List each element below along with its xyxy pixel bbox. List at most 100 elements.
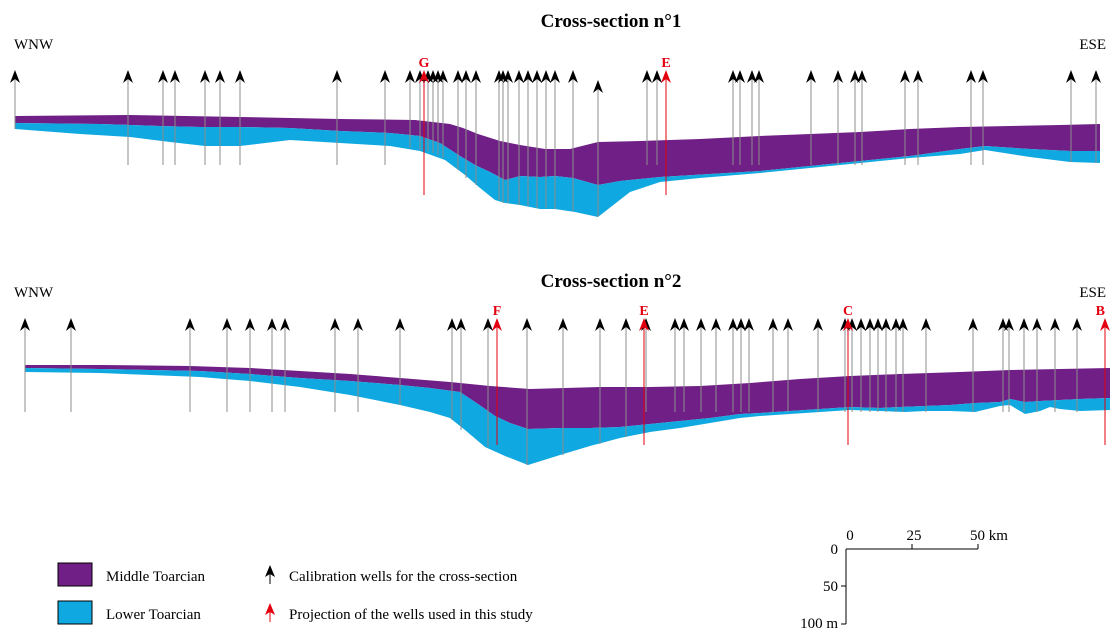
calibration-well-arrow-icon bbox=[898, 318, 908, 412]
scale-vertical-100m: 100 m bbox=[800, 616, 838, 628]
calibration-well-arrow-icon bbox=[235, 70, 245, 165]
calibration-well-arrow-icon bbox=[267, 318, 277, 412]
calibration-well-arrow-icon bbox=[330, 318, 340, 412]
calibration-well-arrow-icon bbox=[736, 318, 746, 412]
calibration-well-arrow-icon bbox=[913, 70, 923, 165]
legend-projection-label: Projection of the wells used in this stu… bbox=[289, 607, 533, 623]
calibration-well-arrow-icon bbox=[200, 70, 210, 165]
calibration-well-arrow-icon bbox=[522, 318, 532, 465]
calibration-well-arrow-icon bbox=[20, 318, 30, 412]
calibration-well-arrow-icon bbox=[558, 318, 568, 455]
calibration-well-arrow-icon bbox=[245, 318, 255, 412]
calibration-well-arrow-icon bbox=[850, 70, 860, 165]
calibration-well-arrow-icon bbox=[744, 318, 754, 412]
calibration-well-arrow-icon bbox=[865, 318, 875, 412]
projected-well-arrow-icon: E bbox=[661, 56, 671, 195]
calibration-well-arrow-icon bbox=[514, 70, 524, 205]
scale-bar: 0 25 50 km 0 50 100 m bbox=[800, 528, 1008, 628]
calibration-well-arrow-icon bbox=[222, 318, 232, 412]
calibration-well-arrow-icon bbox=[881, 318, 891, 412]
calibration-well-arrow-icon bbox=[747, 70, 757, 165]
calibration-well-arrow-icon bbox=[523, 70, 533, 206]
calibration-well-arrow-icon bbox=[621, 318, 631, 437]
calibration-well-arrow-icon bbox=[768, 318, 778, 412]
calibration-well-arrow-icon bbox=[405, 70, 415, 148]
calibration-well-arrow-icon bbox=[856, 318, 866, 412]
legend-lower-toarcian-swatch bbox=[57, 600, 93, 625]
projected-well-label: B bbox=[1096, 304, 1105, 319]
calibration-well-arrow-icon bbox=[857, 70, 867, 165]
calibration-well-arrow-icon bbox=[978, 70, 988, 165]
calibration-well-arrow-icon bbox=[833, 70, 843, 165]
legend-middle-toarcian-label: Middle Toarcian bbox=[106, 569, 206, 585]
section-2-lower-toarcian-layer bbox=[25, 368, 1110, 465]
calibration-well-arrow-icon bbox=[471, 70, 481, 185]
calibration-well-arrow-icon bbox=[66, 318, 76, 412]
calibration-well-arrow-icon bbox=[1066, 70, 1076, 162]
legend-calibration-arrow-icon bbox=[265, 565, 275, 584]
calibration-well-arrow-icon bbox=[754, 70, 764, 165]
calibration-well-arrow-icon bbox=[280, 318, 290, 412]
section-2-left-direction: WNW bbox=[14, 285, 54, 301]
cross-section-2: Cross-section n°2 WNW ESE F E C B bbox=[14, 271, 1110, 465]
calibration-well-arrow-icon bbox=[215, 70, 225, 165]
calibration-well-arrow-icon bbox=[783, 318, 793, 412]
section-1-right-direction: ESE bbox=[1079, 37, 1106, 53]
section-2-right-direction: ESE bbox=[1079, 285, 1106, 301]
calibration-well-arrow-icon bbox=[1091, 70, 1101, 163]
calibration-well-arrow-icon bbox=[593, 80, 603, 217]
calibration-well-arrow-icon bbox=[728, 70, 738, 165]
legend: Middle Toarcian Lower Toarcian Calibrati… bbox=[57, 562, 533, 625]
calibration-well-arrow-icon bbox=[483, 318, 493, 447]
calibration-well-arrow-icon bbox=[380, 70, 390, 165]
calibration-well-arrow-icon bbox=[353, 318, 363, 412]
legend-projection-arrow-icon bbox=[265, 603, 275, 622]
section-2-middle-toarcian-layer bbox=[25, 365, 1110, 429]
section-1-lower-toarcian-layer bbox=[15, 123, 1100, 217]
scale-horizontal-50km: 50 km bbox=[970, 528, 1008, 544]
legend-calibration-label: Calibration wells for the cross-section bbox=[289, 569, 518, 585]
projected-well-label: E bbox=[661, 56, 670, 71]
calibration-well-arrow-icon bbox=[711, 318, 721, 412]
projected-well-arrow-icon: B bbox=[1096, 304, 1110, 445]
legend-middle-toarcian-swatch bbox=[57, 562, 93, 587]
calibration-well-arrow-icon bbox=[921, 318, 931, 412]
calibration-well-arrow-icon bbox=[966, 70, 976, 165]
calibration-well-arrow-icon bbox=[461, 70, 471, 178]
section-1-left-direction: WNW bbox=[14, 37, 54, 53]
calibration-well-arrow-icon bbox=[568, 70, 578, 211]
calibration-well-arrow-icon bbox=[503, 70, 513, 203]
calibration-well-arrow-icon bbox=[447, 318, 457, 420]
calibration-well-arrow-icon bbox=[735, 70, 745, 165]
calibration-well-arrow-icon bbox=[696, 318, 706, 412]
projected-well-arrow-icon: G bbox=[419, 56, 430, 195]
calibration-well-arrow-icon bbox=[438, 70, 448, 158]
calibration-well-arrow-icon bbox=[1004, 318, 1014, 412]
projected-well-arrow-icon: E bbox=[639, 304, 649, 445]
calibration-well-arrow-icon bbox=[395, 318, 405, 405]
calibration-well-arrow-icon bbox=[679, 318, 689, 412]
projected-well-label: G bbox=[419, 56, 430, 71]
projected-well-label: F bbox=[493, 304, 502, 319]
projected-well-arrow-icon: F bbox=[492, 304, 502, 445]
section-1-middle-toarcian-layer bbox=[15, 115, 1100, 185]
section-2-title: Cross-section n°2 bbox=[541, 271, 682, 292]
calibration-well-arrow-icon bbox=[968, 318, 978, 412]
calibration-well-arrow-icon bbox=[541, 70, 551, 208]
calibration-well-arrow-icon bbox=[453, 70, 463, 170]
calibration-well-arrow-icon bbox=[806, 70, 816, 165]
calibration-well-arrow-icon bbox=[456, 318, 466, 430]
calibration-well-arrow-icon bbox=[595, 318, 605, 444]
calibration-well-arrow-icon bbox=[550, 70, 560, 209]
projected-well-label: C bbox=[843, 304, 853, 319]
scale-horizontal-25: 25 bbox=[907, 528, 922, 544]
section-1-title: Cross-section n°1 bbox=[541, 11, 682, 32]
calibration-well-arrow-icon bbox=[900, 70, 910, 165]
legend-lower-toarcian-label: Lower Toarcian bbox=[106, 607, 201, 623]
calibration-well-arrow-icon bbox=[813, 318, 823, 412]
calibration-well-arrow-icon bbox=[873, 318, 883, 412]
calibration-well-arrow-icon bbox=[891, 318, 901, 412]
